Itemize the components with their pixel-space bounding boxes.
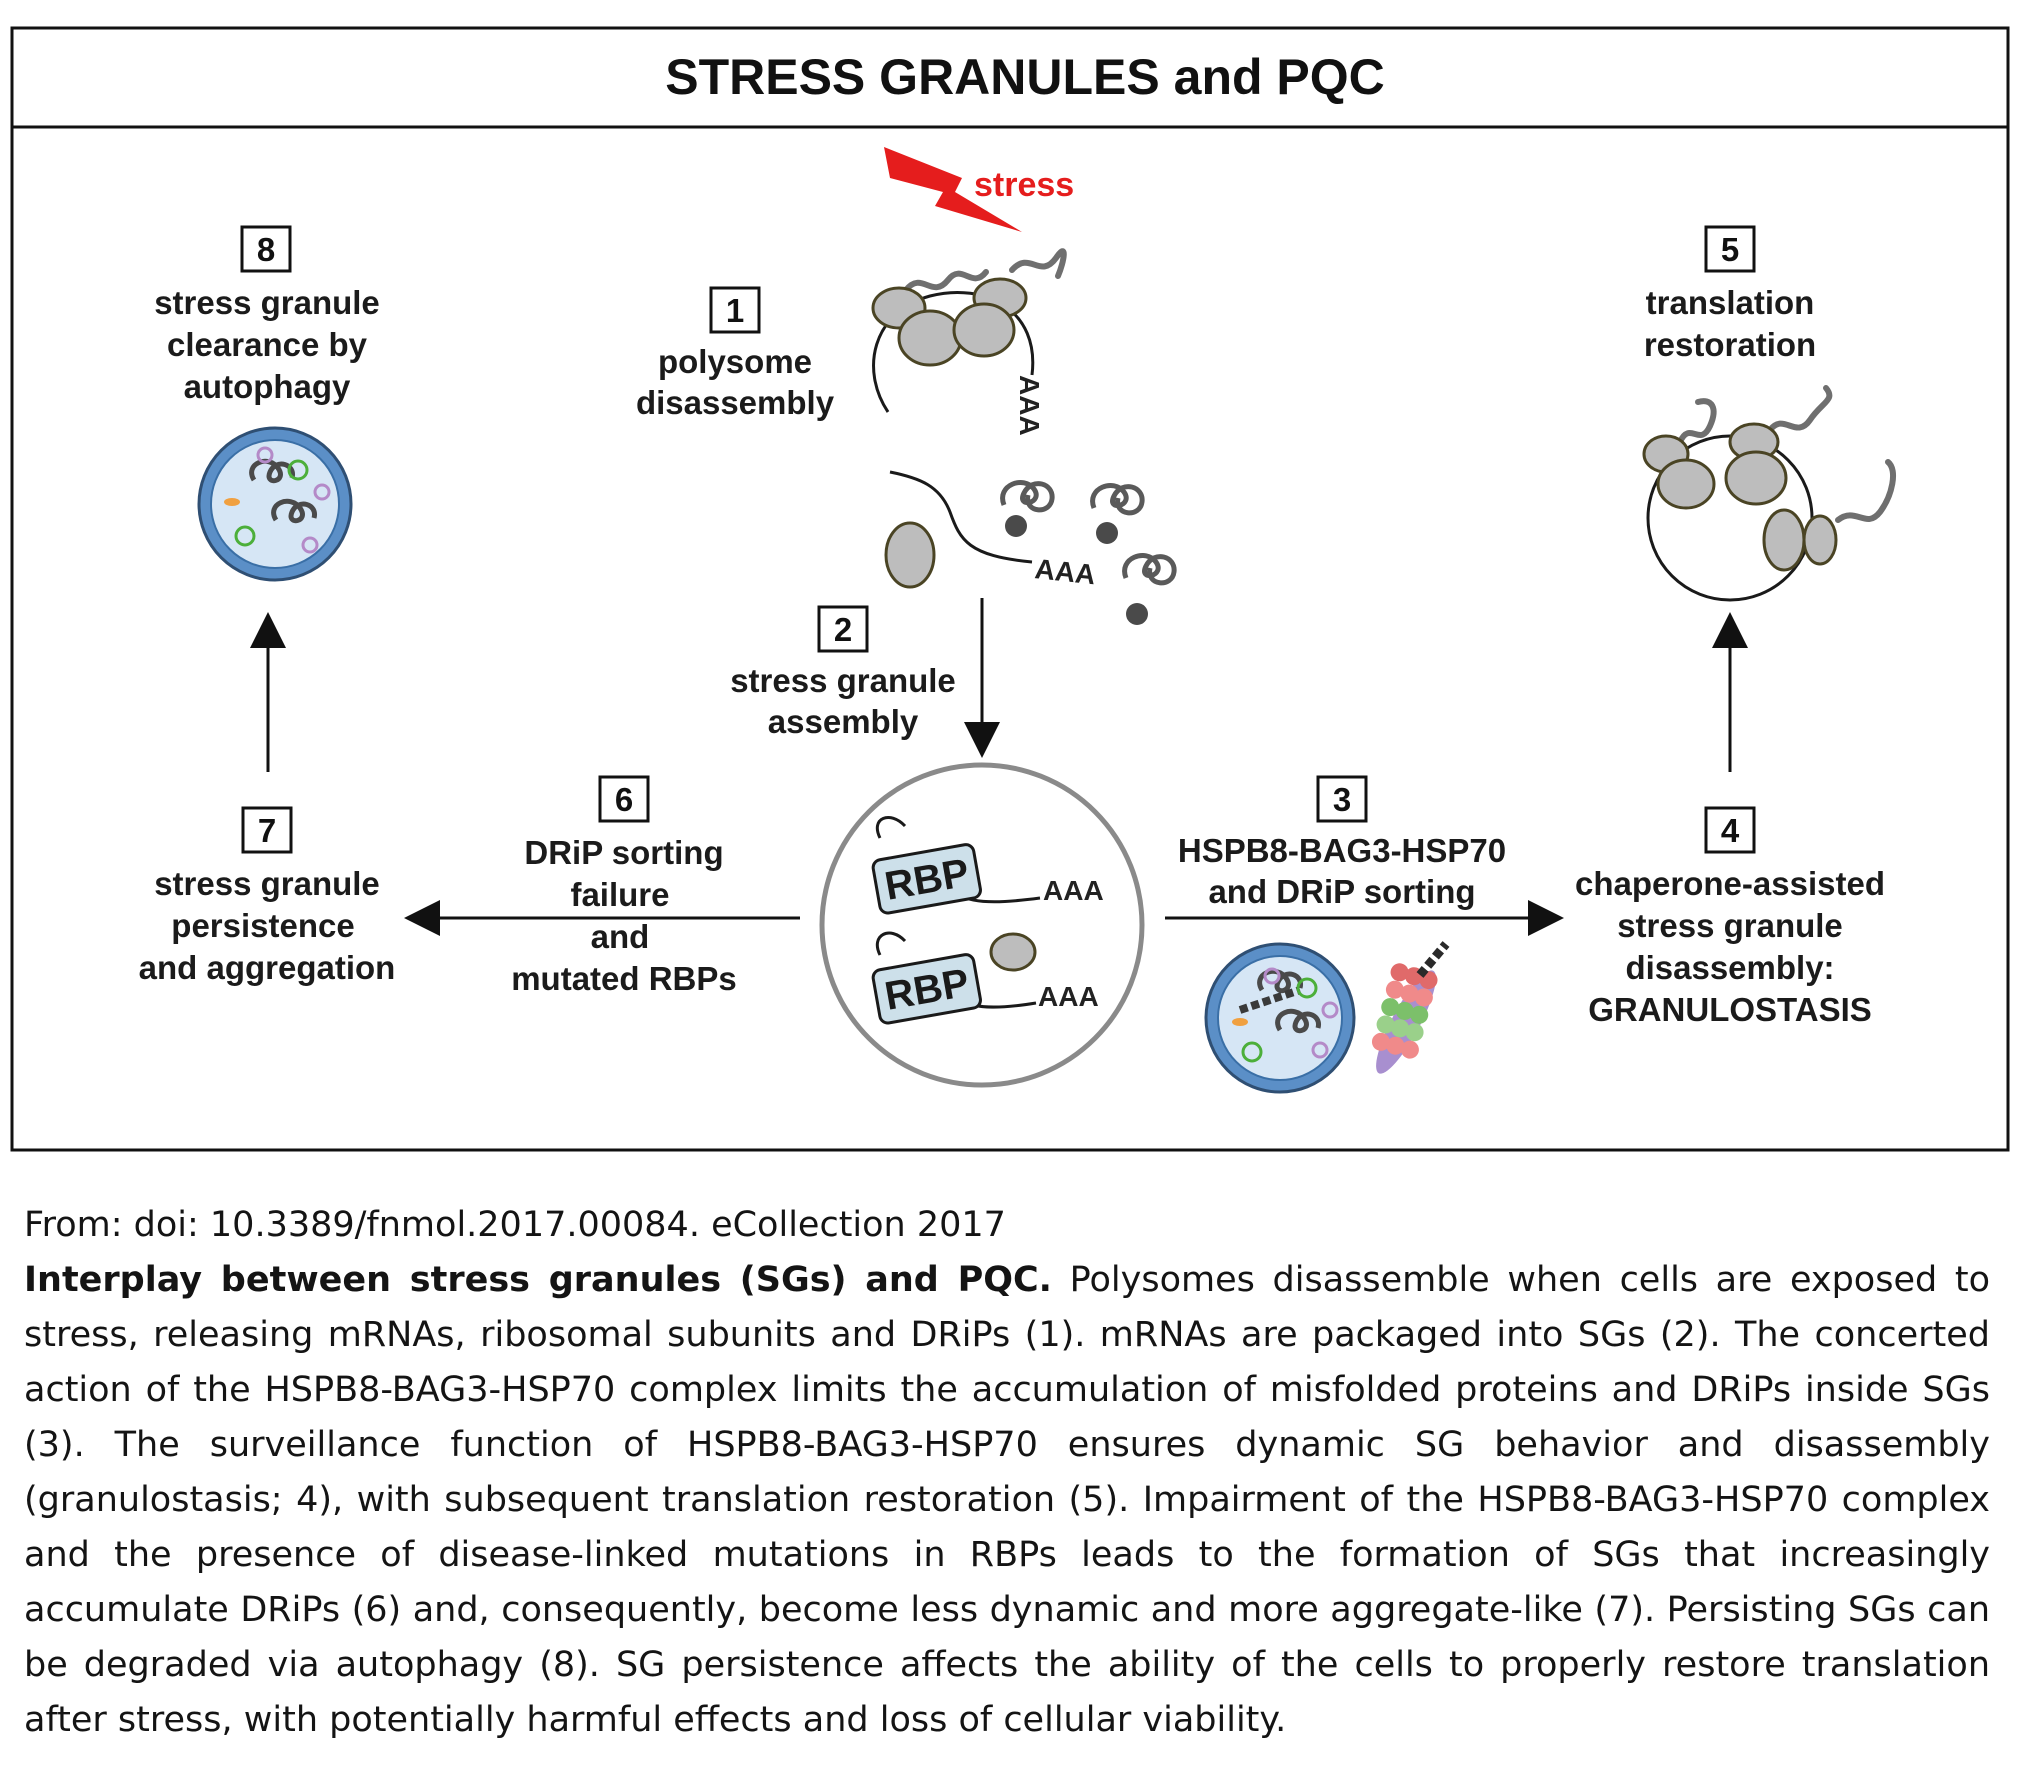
chaperone-complex-icon (1371, 941, 1450, 1074)
step-text-line: chaperone-assisted (1575, 865, 1885, 902)
step-5-label: 5 translation restoration (1644, 225, 1816, 363)
step-text-line: disassembly (636, 384, 835, 421)
figure-panel: STRESS GRANULES and PQC stress AAA AAA 1… (10, 26, 2010, 1152)
step-text-line: and DRiP sorting (1208, 873, 1475, 910)
caption-text: Polysomes disassemble when cells are exp… (24, 1260, 1990, 1740)
stress-label: stress (974, 166, 1074, 204)
step-number-box (1704, 806, 1756, 854)
step-text-line: persistence (171, 907, 354, 944)
step-text-line: failure (570, 876, 669, 913)
drip-icon (1000, 479, 1055, 537)
step-1-label: 1 polysome disassembly (636, 286, 835, 421)
drip-icon (1122, 552, 1177, 625)
step-number: 4 (1721, 812, 1740, 849)
step-number: 6 (615, 781, 633, 818)
step-number: 7 (258, 812, 276, 849)
step-number-box (598, 775, 650, 823)
caption-source: From: doi: 10.3389/fnmol.2017.00084. eCo… (24, 1205, 1006, 1245)
step-number-box (241, 806, 293, 854)
polysome-icon (871, 248, 1067, 413)
step-text-line: DRiP sorting (524, 834, 723, 871)
step-text-line: clearance by (167, 326, 368, 363)
step-text-line: stress granule (154, 865, 380, 902)
step-text-line: and (591, 918, 650, 955)
step-4-label: 4 chaperone-assisted stress granule disa… (1575, 806, 1885, 1028)
step-2-label: 2 stress granule assembly (730, 605, 956, 740)
step-6-label: 6 DRiP sorting failure and mutated RBPs (511, 775, 737, 997)
step-7-label: 7 stress granule persistence and aggrega… (139, 806, 396, 986)
diagram-canvas: STRESS GRANULES and PQC stress AAA AAA 1… (10, 26, 2010, 1152)
polysome-poly-a-tail: AAA (1014, 375, 1045, 436)
step-text-line: GRANULOSTASIS (1588, 991, 1872, 1028)
autophagosome-icon (197, 426, 353, 582)
step-number-box (1316, 775, 1368, 823)
figure-title: STRESS GRANULES and PQC (665, 49, 1385, 105)
step-text-line: stress granule (730, 662, 956, 699)
step-text-line: stress granule (1617, 907, 1843, 944)
step-number-box (240, 225, 292, 273)
drip-icon (1090, 482, 1145, 544)
rbp-box (871, 953, 982, 1025)
step-number-box (1704, 225, 1756, 273)
step-text-line: assembly (768, 703, 919, 740)
stress-granule-icon: RBP RBP (819, 762, 1145, 1088)
granule-poly-a-tail: AAA (1038, 981, 1099, 1012)
step-number: 8 (257, 231, 275, 268)
caption-heading: Interplay between stress granules (SGs) … (24, 1260, 1052, 1300)
released-mrna-poly-a-tail: AAA (1033, 553, 1097, 590)
granule-poly-a-tail: AAA (1043, 875, 1104, 906)
step-number: 3 (1333, 781, 1351, 818)
released-mrna-icon (884, 470, 1033, 589)
step-text-line: stress granule (154, 284, 380, 321)
step-text-line: mutated RBPs (511, 960, 737, 997)
step-number: 5 (1721, 231, 1739, 268)
step-text-line: polysome (658, 343, 812, 380)
step-number: 2 (834, 611, 852, 648)
autophagosome-icon (1204, 942, 1356, 1094)
step-number: 1 (726, 292, 744, 329)
step-number-box (709, 286, 761, 334)
rbp-box (871, 843, 982, 915)
step-text-line: HSPB8-BAG3-HSP70 (1178, 832, 1506, 869)
step-text-line: autophagy (184, 368, 351, 405)
step-text-line: and aggregation (139, 949, 396, 986)
step-number-box (817, 605, 869, 653)
step-text-line: disassembly: (1625, 949, 1834, 986)
caption-body: Interplay between stress granules (SGs) … (24, 1253, 1990, 1748)
step-3-label: 3 HSPB8-BAG3-HSP70 and DRiP sorting (1178, 775, 1506, 910)
step-8-label: 8 stress granule clearance by autophagy (154, 225, 380, 405)
figure-caption: From: doi: 10.3389/fnmol.2017.00084. eCo… (24, 1198, 1990, 1748)
step-text-line: translation (1646, 284, 1815, 321)
restored-polysome-icon (1642, 385, 1897, 602)
stress-lightning-icon (884, 147, 1022, 232)
step-text-line: restoration (1644, 326, 1816, 363)
